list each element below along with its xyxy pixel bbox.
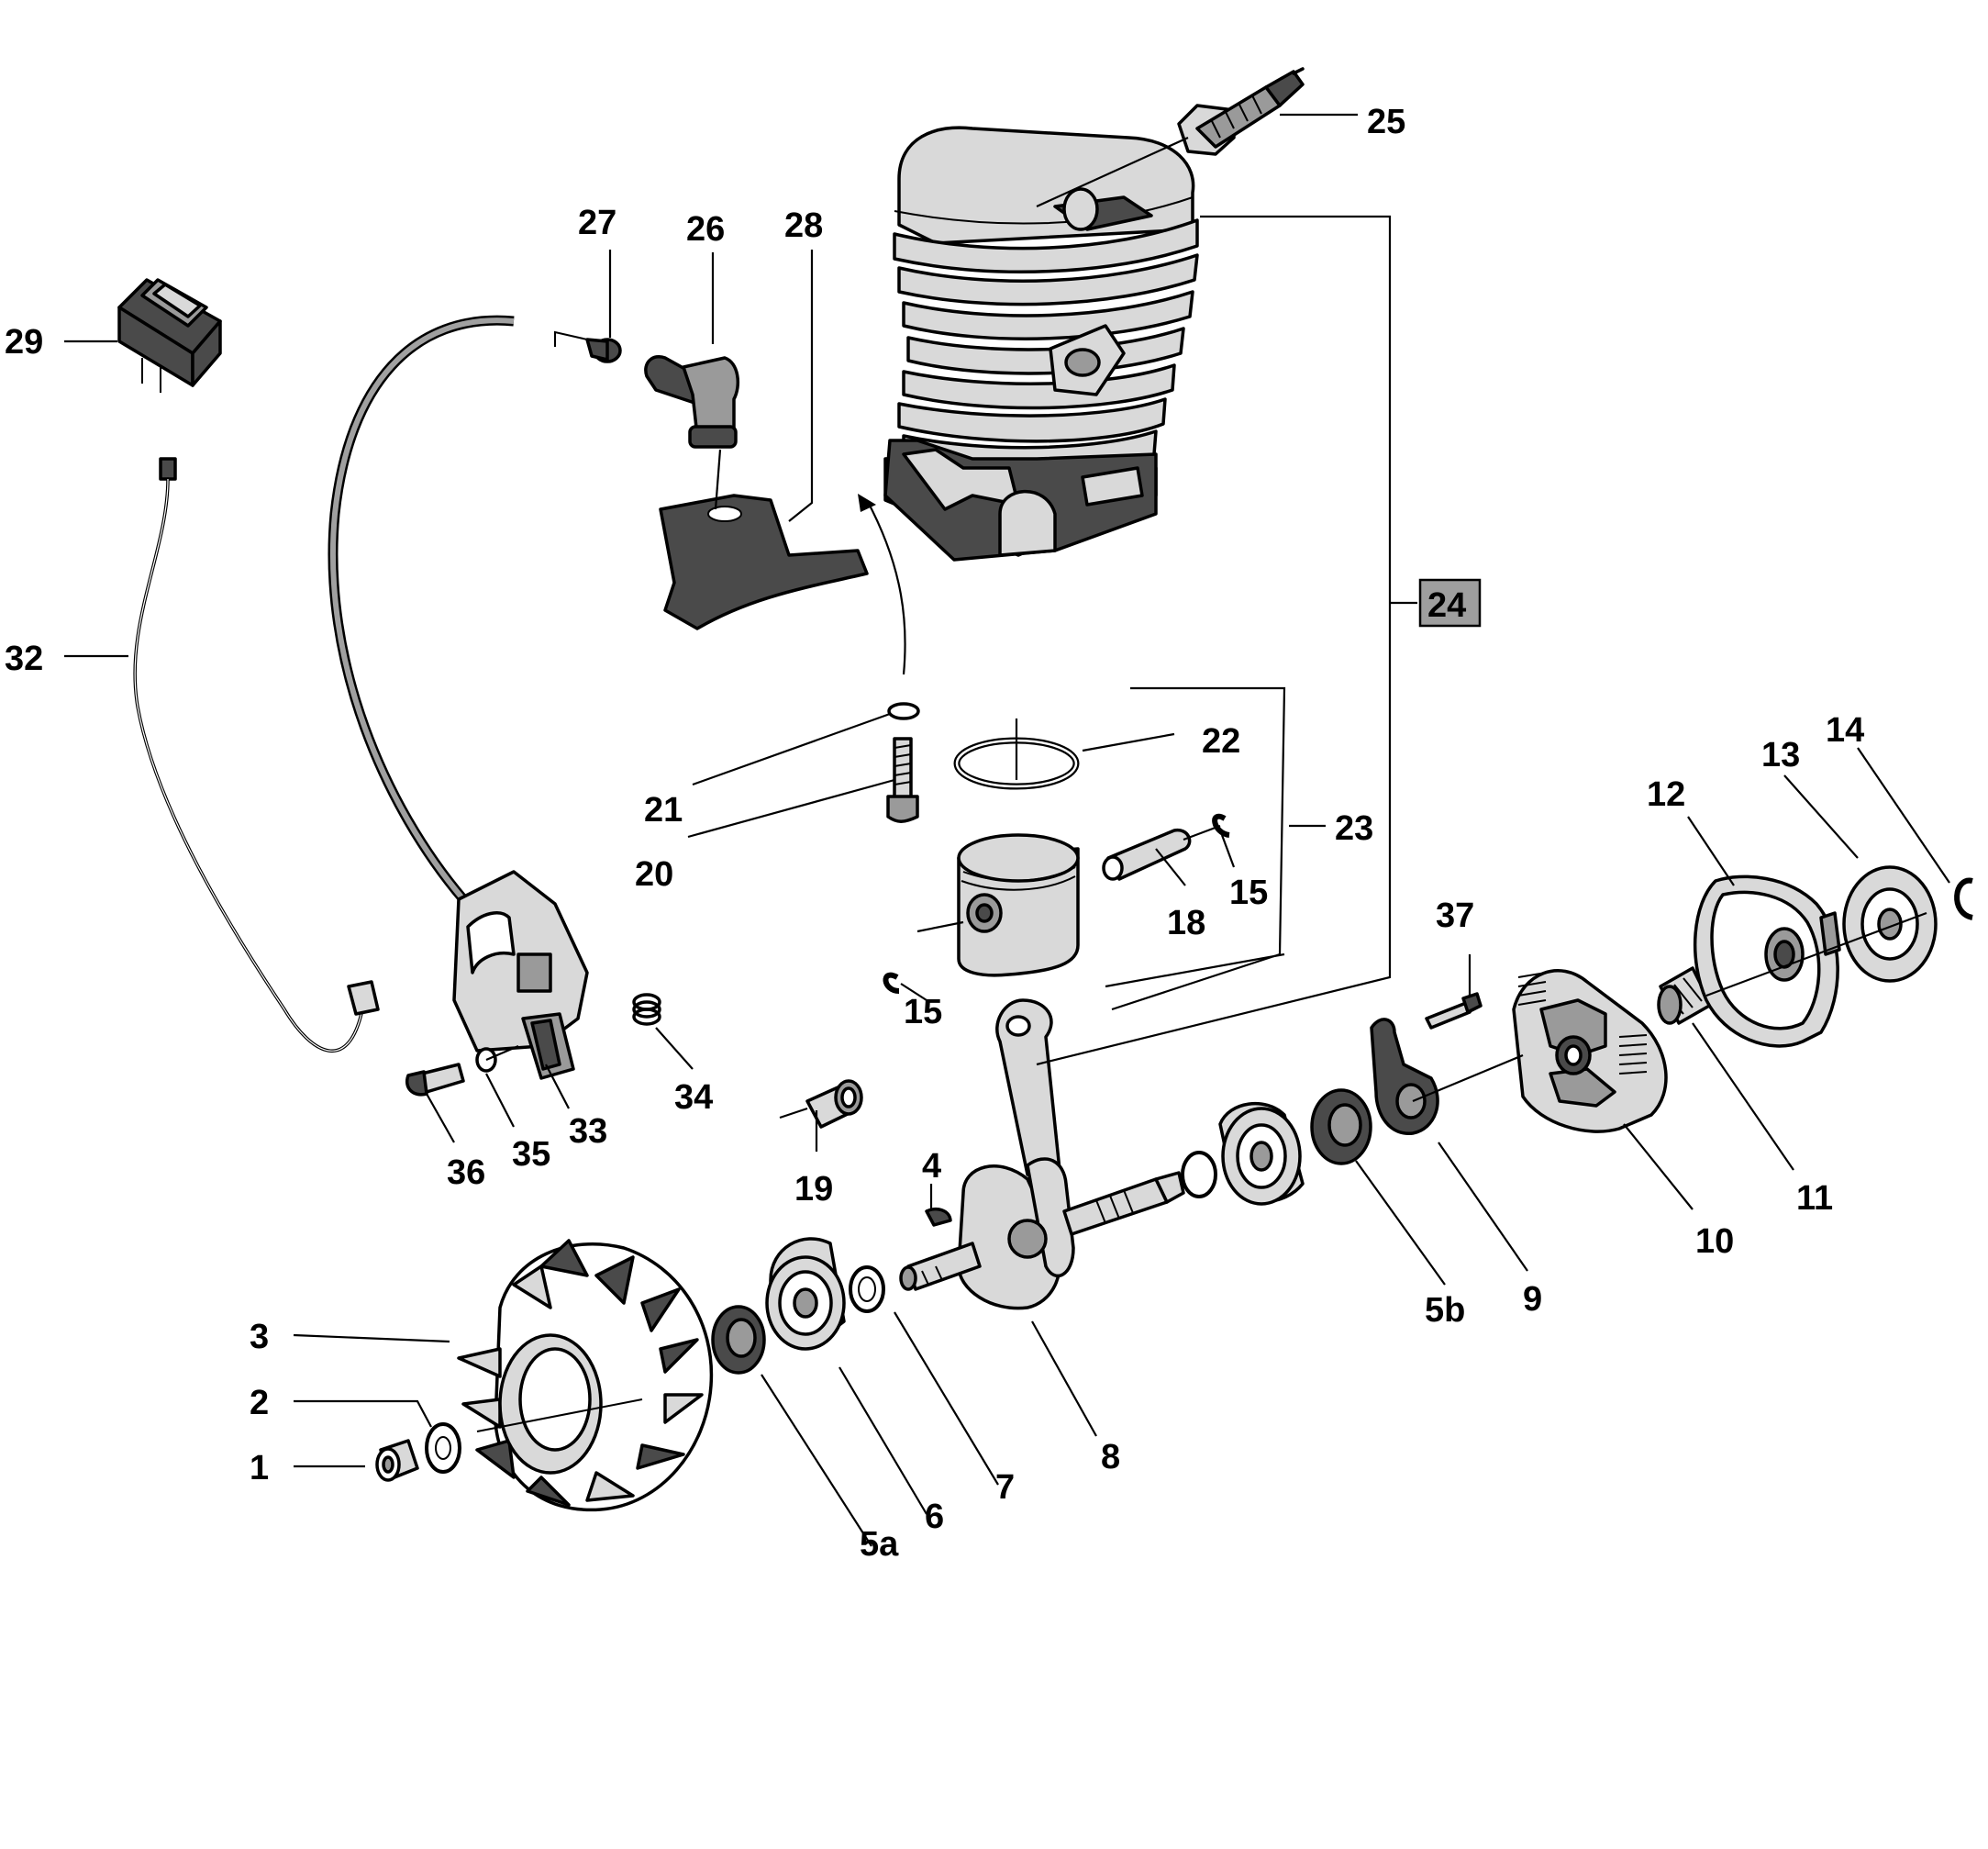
part-clutch (1512, 969, 1668, 1133)
part-ignition-coil (328, 315, 589, 1080)
label-15-lower: 15 (904, 993, 942, 1031)
label-33: 33 (569, 1112, 607, 1151)
part-piston-pin (1102, 828, 1192, 881)
label-12: 12 (1647, 775, 1685, 814)
part-bearing-right (1218, 1101, 1305, 1206)
part-screw-36 (405, 1063, 465, 1097)
part-washer-13 (1842, 865, 1938, 983)
part-circlip-15a (1212, 813, 1230, 838)
part-crankshaft (899, 998, 1185, 1310)
part-clutch-drum (1693, 874, 1841, 1048)
callout-leaders (64, 113, 1950, 1547)
part-circlip-15b (883, 972, 900, 994)
label-7: 7 (995, 1468, 1015, 1507)
part-screw-37 (1425, 992, 1483, 1030)
label-36: 36 (447, 1153, 485, 1192)
label-27: 27 (578, 204, 616, 242)
label-22: 22 (1202, 722, 1240, 761)
label-3: 3 (250, 1318, 269, 1356)
part-washer-21 (887, 702, 920, 720)
label-14: 14 (1826, 711, 1864, 750)
part-cylinder (883, 126, 1199, 562)
label-26: 26 (686, 210, 725, 249)
part-wire (133, 457, 380, 1053)
part-cam (1370, 1018, 1439, 1135)
group-badge-24 (1418, 578, 1482, 628)
part-bearing-6 (765, 1237, 846, 1351)
part-washer-right (1181, 1151, 1217, 1198)
label-13: 13 (1761, 736, 1800, 774)
part-key (925, 1208, 952, 1227)
part-spark-plug (1177, 67, 1305, 156)
label-23: 23 (1335, 809, 1373, 848)
part-e-clip (1954, 877, 1973, 920)
label-20: 20 (635, 855, 673, 894)
part-piston (957, 833, 1080, 977)
assembly-lines (485, 136, 1927, 1119)
label-28: 28 (784, 206, 823, 245)
part-switch (117, 278, 222, 393)
label-24: 24 (1427, 586, 1466, 625)
label-15-upper: 15 (1229, 874, 1268, 912)
part-clip (554, 330, 622, 363)
label-9: 9 (1523, 1280, 1542, 1319)
label-19: 19 (794, 1170, 833, 1209)
label-11: 11 (1796, 1179, 1833, 1218)
label-10: 10 (1695, 1222, 1734, 1261)
part-nut (375, 1439, 419, 1482)
label-1: 1 (250, 1449, 269, 1487)
label-18: 18 (1167, 904, 1205, 942)
label-2: 2 (250, 1384, 269, 1422)
part-spring-34 (632, 993, 661, 1026)
label-29: 29 (5, 323, 43, 362)
part-screw-20 (886, 737, 919, 823)
label-4: 4 (922, 1147, 941, 1186)
label-5a: 5a (860, 1525, 899, 1564)
part-flywheel (457, 1239, 714, 1512)
label-21: 21 (644, 791, 683, 830)
part-plate (659, 494, 869, 630)
part-needle-bearing-19 (805, 1079, 863, 1129)
label-37: 37 (1436, 897, 1474, 935)
label-35: 35 (512, 1135, 550, 1174)
callout-labels: 1 2 3 4 5a 5b 6 7 8 9 10 11 12 13 14 15 … (5, 103, 1864, 1564)
label-8: 8 (1101, 1438, 1120, 1476)
part-seal-5b (1310, 1088, 1372, 1165)
label-25: 25 (1367, 103, 1405, 141)
part-seal-5a (711, 1305, 766, 1375)
label-34: 34 (674, 1078, 713, 1117)
label-5b: 5b (1425, 1291, 1465, 1330)
part-spark-plug-boot (644, 355, 740, 449)
label-6: 6 (925, 1498, 944, 1536)
label-32: 32 (5, 640, 43, 678)
